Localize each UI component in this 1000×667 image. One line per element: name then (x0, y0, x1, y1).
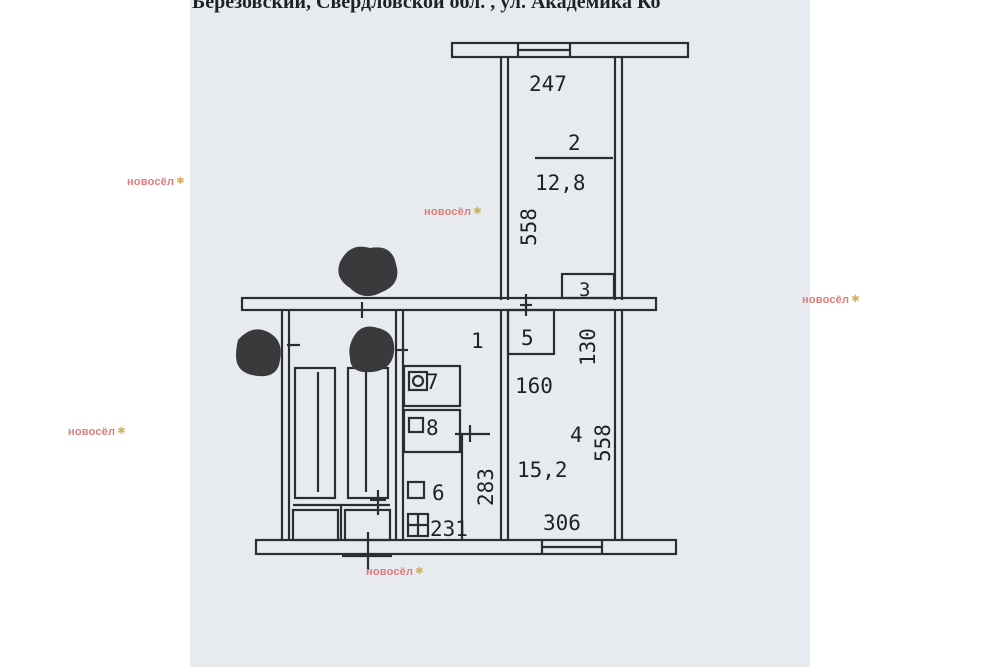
room-6-number: 6 (432, 481, 445, 505)
room-4-number: 4 (570, 423, 583, 447)
bathroom-8 (402, 408, 462, 454)
room-2-length: 558 (517, 208, 541, 246)
room-5-number: 5 (521, 326, 534, 350)
floor-plan: 247 2 12,8 558 3 1 5 130 160 4 15,2 558 … (236, 41, 690, 570)
room-5-dim: 130 (576, 328, 600, 366)
room-4-width: 306 (543, 511, 581, 535)
document-header: Березовский, Свердловской обл. , ул. Ака… (192, 0, 661, 13)
room-1-number: 1 (471, 329, 484, 353)
watermark-logo: новосёл✱ (366, 566, 424, 578)
ink-blot-1 (338, 246, 398, 297)
watermark-logo: новосёл✱ (802, 294, 860, 306)
closet-5 (506, 308, 556, 356)
watermark-logo: новосёл✱ (68, 426, 126, 438)
watermark-logo: новосёл✱ (424, 206, 482, 218)
bathroom-7 (402, 364, 462, 408)
room-2-area: 12,8 (535, 171, 586, 195)
floor-plan-sheet: Березовский, Свердловской обл. , ул. Ака… (190, 0, 810, 667)
room-4-depth: 160 (515, 374, 553, 398)
watermark-logo: новосёл✱ (127, 176, 185, 188)
wall-middle (240, 296, 658, 312)
ink-blot-group (236, 246, 398, 377)
room-2-number: 2 (568, 131, 581, 155)
room-labels: 247 2 12,8 558 3 1 5 130 160 4 15,2 558 … (426, 72, 615, 541)
ink-blot-3 (236, 329, 281, 377)
ink-blot-2 (349, 326, 395, 373)
room-2-width: 247 (529, 72, 567, 96)
room-4-length: 558 (591, 424, 615, 462)
room-6-width: 231 (430, 517, 468, 541)
wall-bottom (254, 538, 678, 556)
staircase-right (346, 366, 390, 500)
staircase-left (293, 366, 337, 500)
room-6-height: 283 (474, 468, 498, 506)
room-3-number: 3 (579, 279, 590, 301)
room-4-area: 15,2 (517, 458, 568, 482)
room-7-number: 7 (426, 370, 439, 394)
room-8-number: 8 (426, 416, 439, 440)
